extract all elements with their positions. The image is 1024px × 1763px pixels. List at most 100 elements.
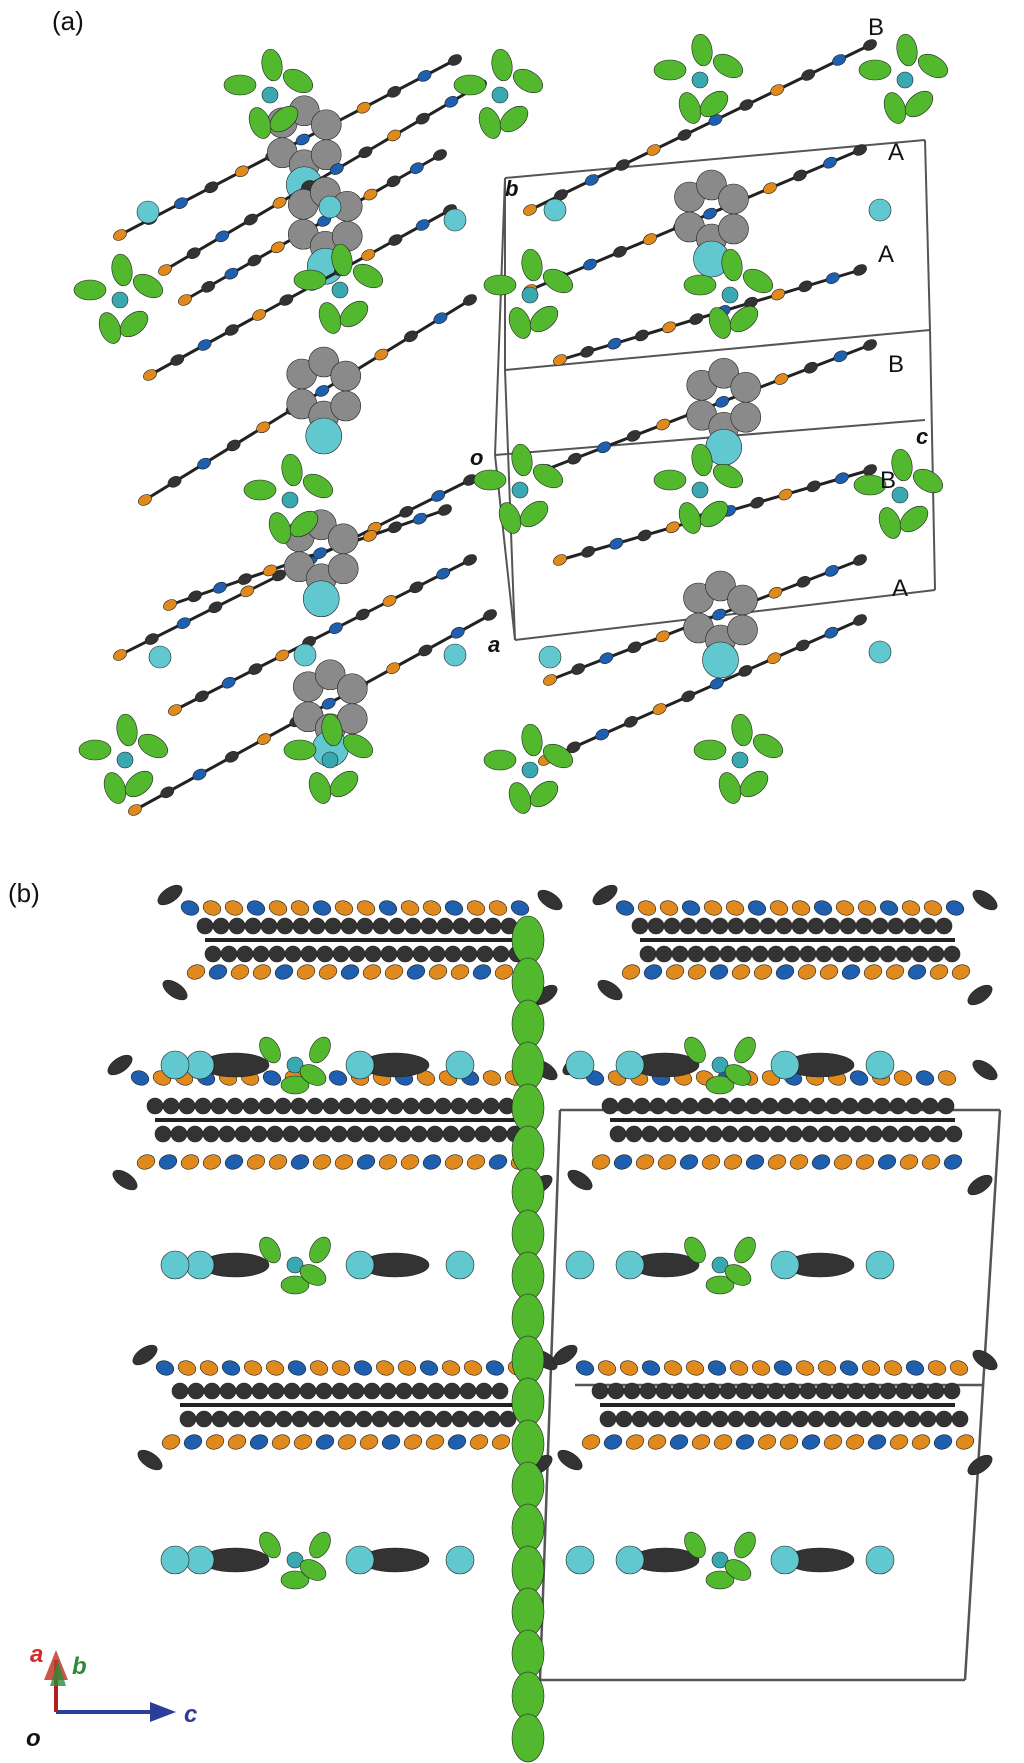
chain-atom	[597, 441, 612, 454]
carbon-atom	[443, 1382, 461, 1400]
heteroatom	[591, 1154, 611, 1170]
heteroatom	[400, 900, 420, 916]
carbon-atom	[252, 945, 270, 963]
heteroatom	[491, 1434, 511, 1450]
fluorine-atom	[734, 1036, 756, 1064]
ring-atom	[327, 523, 359, 555]
carbon-atom	[426, 1125, 444, 1143]
chain-atom	[523, 204, 537, 216]
boron-atom	[261, 86, 279, 104]
chain-atom	[703, 207, 717, 220]
carbon-atom	[839, 1410, 857, 1428]
carbon-atom	[919, 917, 937, 935]
fluorine-atom	[521, 248, 543, 282]
methyl-carbon	[132, 1344, 158, 1366]
fluorine-atom	[124, 770, 154, 798]
carbon-atom	[759, 917, 777, 935]
chain-atom	[215, 230, 230, 243]
carbon-atom	[737, 1125, 755, 1143]
fluorine-atom	[302, 473, 334, 499]
axis-b-arrowhead	[50, 1660, 66, 1686]
fluorine-atom	[280, 1275, 310, 1295]
methyl-carbon	[107, 1054, 133, 1076]
carbon-atom	[655, 945, 673, 963]
heteroatom	[230, 964, 250, 980]
heteroatom	[911, 1434, 931, 1450]
carbon-atom	[679, 1410, 697, 1428]
heteroatom	[663, 1360, 683, 1376]
fluorine-atom	[299, 1064, 327, 1086]
methyl-carbon	[967, 984, 993, 1006]
heteroatom	[334, 900, 354, 916]
chain-atom	[824, 626, 839, 639]
fluorine-atom	[705, 1275, 735, 1295]
carbon-atom	[863, 1382, 881, 1400]
carbon-atom	[743, 1410, 761, 1428]
chain-atom	[186, 247, 201, 259]
heteroatom	[488, 900, 508, 916]
chain-atom	[623, 716, 638, 728]
fluorine-atom	[499, 105, 529, 133]
chain-atom	[853, 264, 867, 276]
carbon-atom	[623, 1382, 641, 1400]
chain-atom	[712, 608, 727, 621]
layer-label-4: B	[888, 351, 904, 378]
carbon-atom	[227, 1410, 245, 1428]
chain-atom	[138, 494, 152, 506]
carbon-atom	[895, 945, 913, 963]
chain-atom	[263, 564, 277, 577]
carbon-atom	[727, 917, 745, 935]
heteroatom	[406, 964, 426, 980]
panel-a-structure: (a) B A A B B A b o c a	[52, 6, 949, 816]
heteroatom	[813, 900, 833, 916]
chain-atom	[252, 309, 267, 321]
carbon-atom	[420, 917, 438, 935]
carbon-atom	[687, 945, 705, 963]
carbon-atom	[657, 1125, 675, 1143]
chain-atom	[448, 54, 462, 66]
carbon-atom	[371, 1410, 389, 1428]
carbon-atom	[243, 1410, 261, 1428]
chain-atom	[208, 601, 223, 614]
chain-atom	[853, 144, 867, 156]
heteroatom	[318, 964, 338, 980]
fluorine-atom	[511, 1419, 545, 1469]
carbon-atom	[355, 1410, 373, 1428]
fluorine-atom	[752, 733, 784, 759]
fluorine-atom	[511, 1167, 545, 1217]
heteroatom	[775, 964, 795, 980]
carbon-atom	[815, 945, 833, 963]
chlorine-atom	[770, 1545, 800, 1575]
carbon-atom	[298, 1125, 316, 1143]
chain-atom	[553, 354, 567, 366]
heteroatom	[745, 1154, 765, 1170]
fluorine-atom	[705, 1075, 735, 1095]
boron-atom	[286, 1256, 304, 1274]
heteroatom	[687, 964, 707, 980]
fluorine-atom	[308, 772, 332, 804]
heteroatom	[287, 1360, 307, 1376]
boron-atom	[711, 1256, 729, 1274]
heteroatom	[603, 1434, 623, 1450]
boron-atom	[286, 1056, 304, 1074]
heteroatom	[510, 900, 530, 916]
chain-atom	[767, 652, 782, 664]
chain-atom	[197, 339, 212, 351]
chlorine-atom	[160, 1250, 190, 1280]
heteroatom	[375, 1360, 395, 1376]
carbon-atom	[673, 1125, 691, 1143]
chain-atom	[832, 54, 847, 66]
carbon-atom	[258, 1097, 276, 1115]
heteroatom	[469, 1434, 489, 1450]
chain-atom	[803, 361, 818, 374]
heteroatom	[949, 1360, 969, 1376]
chain-atom	[768, 586, 783, 599]
carbon-atom	[274, 1097, 292, 1115]
chain-atom	[224, 751, 239, 763]
axis-c-arrowhead	[150, 1702, 176, 1722]
heteroatom	[296, 964, 316, 980]
heteroatom	[659, 900, 679, 916]
fluorine-atom	[729, 305, 759, 333]
carbon-atom	[735, 945, 753, 963]
carbon-atom	[943, 1382, 961, 1400]
